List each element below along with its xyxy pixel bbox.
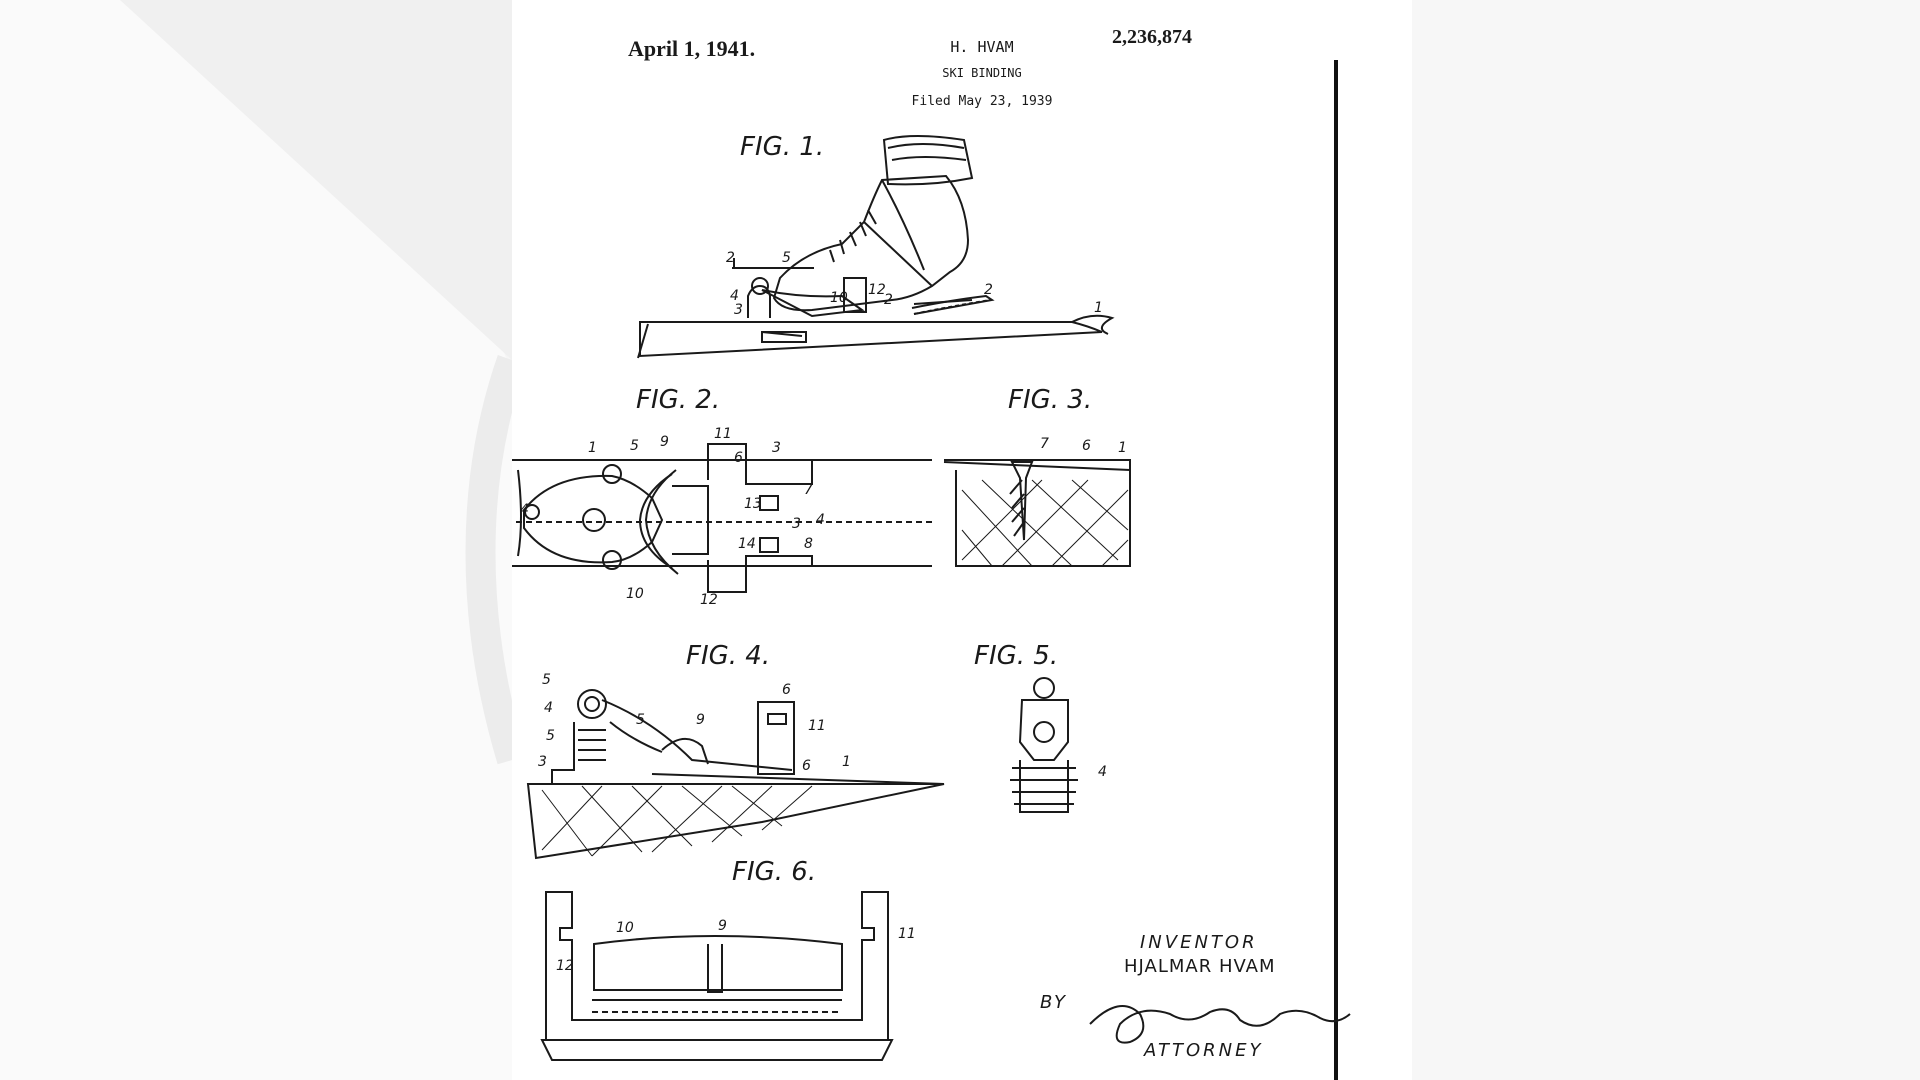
svg-text:12: 12 [868, 282, 886, 298]
svg-text:4: 4 [544, 700, 553, 716]
svg-text:1: 1 [1118, 440, 1127, 456]
svg-text:3: 3 [734, 302, 743, 318]
svg-text:14: 14 [738, 536, 756, 552]
patent-header: April 1, 1941. H. HVAM SKI BINDING Filed… [512, 0, 1412, 130]
svg-text:6: 6 [802, 758, 811, 774]
signature-block: INVENTOR HJALMAR HVAM BY ATTORNEY [1040, 932, 1420, 1072]
figure-5: FIG. 5. [974, 641, 1078, 813]
patent-drawing: FIG. 1. [512, 132, 1131, 1061]
svg-text:4: 4 [730, 288, 739, 304]
figure-6: FIG. 6. [540, 857, 894, 1061]
svg-text:9: 9 [660, 434, 669, 450]
inventor-full-name: HJALMAR HVAM [1124, 956, 1276, 977]
svg-text:5: 5 [630, 438, 639, 454]
inventor-short-name: H. HVAM [950, 38, 1014, 56]
svg-text:10: 10 [830, 290, 848, 306]
patent-title: SKI BINDING [942, 66, 1022, 80]
svg-text:1: 1 [1094, 300, 1103, 316]
inventor-label: INVENTOR [1140, 932, 1258, 953]
fig2-label: FIG. 2. [636, 385, 720, 415]
fig4-label: FIG. 4. [686, 641, 770, 671]
svg-text:7: 7 [804, 482, 813, 498]
figure-4: FIG. 4. [526, 641, 945, 860]
svg-text:6: 6 [1082, 438, 1091, 454]
patent-number: 2,236,874 [1112, 26, 1192, 48]
attorney-signature [1089, 1005, 1351, 1044]
patent-page: April 1, 1941. H. HVAM SKI BINDING Filed… [512, 0, 1412, 1080]
svg-text:6: 6 [734, 450, 743, 466]
svg-text:11: 11 [714, 426, 732, 442]
svg-text:8: 8 [804, 536, 813, 552]
svg-text:10: 10 [626, 586, 644, 602]
svg-text:4: 4 [520, 502, 529, 518]
figure-2: FIG. 2. [512, 385, 932, 593]
attorney-label: ATTORNEY [1144, 1040, 1264, 1061]
svg-text:1: 1 [842, 754, 851, 770]
svg-text:9: 9 [718, 918, 727, 934]
svg-text:11: 11 [898, 926, 916, 942]
fig6-label: FIG. 6. [732, 857, 816, 887]
svg-text:3: 3 [792, 516, 801, 532]
by-label: BY [1040, 992, 1068, 1013]
svg-text:3: 3 [538, 754, 547, 770]
svg-text:5: 5 [636, 712, 645, 728]
figure-1: FIG. 1. [637, 132, 1115, 359]
svg-text:3: 3 [772, 440, 781, 456]
svg-text:6: 6 [782, 682, 791, 698]
svg-text:12: 12 [556, 958, 574, 974]
svg-text:5: 5 [546, 728, 555, 744]
filed-date: Filed May 23, 1939 [911, 94, 1053, 109]
patent-date: April 1, 1941. [628, 36, 756, 61]
figure-3: FIG. 3. [943, 385, 1131, 567]
svg-text:12: 12 [700, 592, 718, 608]
svg-text:4: 4 [816, 512, 825, 528]
svg-text:7: 7 [1040, 436, 1049, 452]
fig5-label: FIG. 5. [974, 641, 1058, 671]
sheet-edge-line [1334, 60, 1338, 1080]
svg-text:13: 13 [744, 496, 762, 512]
svg-text:4: 4 [1098, 764, 1107, 780]
svg-text:1: 1 [588, 440, 597, 456]
svg-text:2: 2 [884, 292, 893, 308]
svg-text:2: 2 [984, 282, 993, 298]
svg-text:5: 5 [782, 250, 791, 266]
fig1-label: FIG. 1. [740, 132, 824, 162]
fig3-label: FIG. 3. [1008, 385, 1092, 415]
svg-text:10: 10 [616, 920, 634, 936]
svg-text:9: 9 [696, 712, 705, 728]
svg-text:2: 2 [726, 250, 735, 266]
svg-text:11: 11 [808, 718, 826, 734]
svg-text:5: 5 [542, 672, 551, 688]
